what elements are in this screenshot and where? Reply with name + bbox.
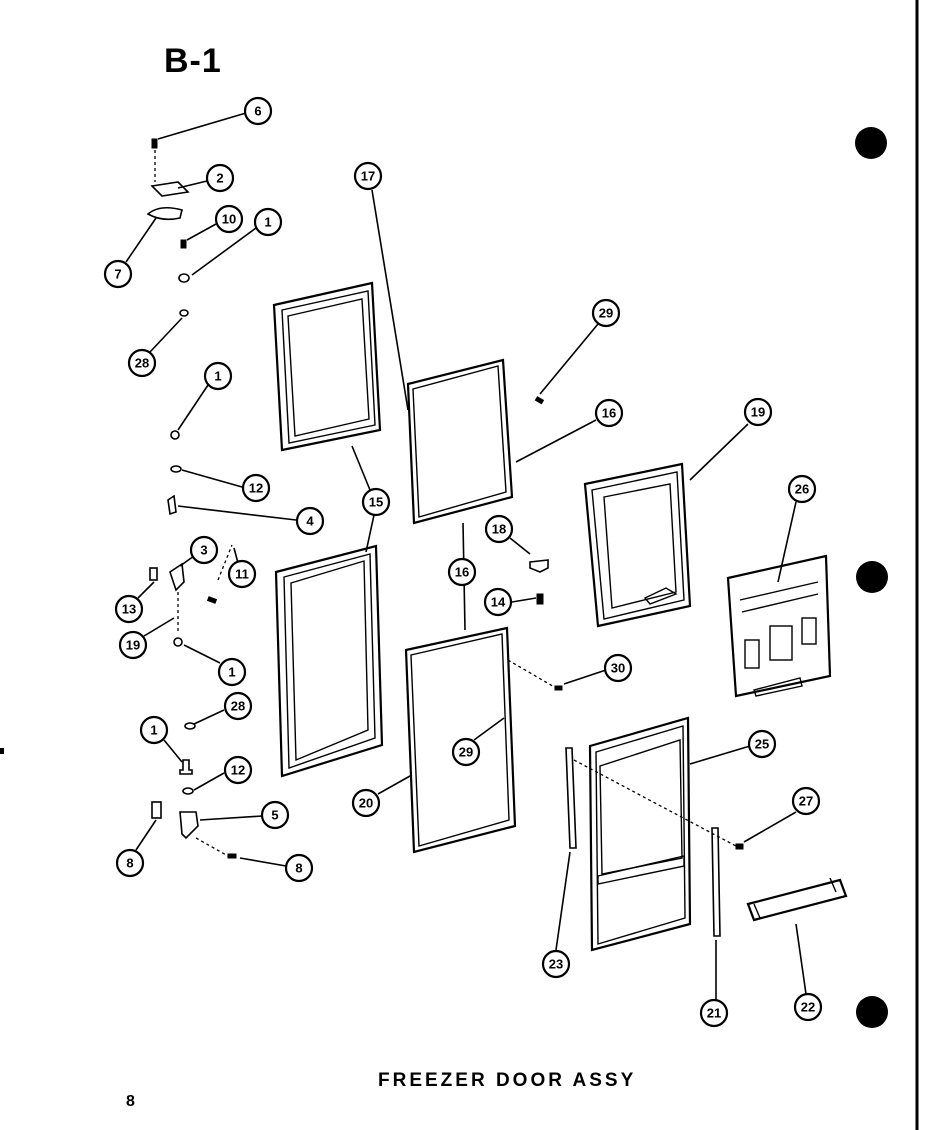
svg-text:1: 1 xyxy=(214,369,221,384)
callout-4: 4 xyxy=(295,506,325,536)
callout-23: 23 xyxy=(541,949,571,979)
callout-28-b: 28 xyxy=(223,691,253,721)
door-liner xyxy=(583,462,692,628)
callout-28-a: 28 xyxy=(127,348,157,378)
svg-text:5: 5 xyxy=(271,808,278,823)
callout-2: 2 xyxy=(205,163,235,193)
gasket-upper xyxy=(272,281,382,452)
control-bracket xyxy=(726,554,832,698)
callout-1-d: 1 xyxy=(139,715,169,745)
svg-text:16: 16 xyxy=(455,565,469,580)
callout-14: 14 xyxy=(483,587,513,617)
callout-19-a: 19 xyxy=(118,630,148,660)
callout-19-b: 19 xyxy=(743,397,773,427)
callout-3: 3 xyxy=(189,535,219,565)
binder-holes xyxy=(855,127,888,1028)
svg-text:4: 4 xyxy=(306,514,314,529)
svg-text:28: 28 xyxy=(231,699,245,714)
callout-16-a: 16 xyxy=(447,557,477,587)
svg-text:28: 28 xyxy=(135,356,149,371)
svg-text:8: 8 xyxy=(126,856,133,871)
svg-text:16: 16 xyxy=(602,406,616,421)
callout-8-b: 8 xyxy=(284,853,314,883)
binder-hole-top xyxy=(855,127,887,159)
svg-text:14: 14 xyxy=(491,595,506,610)
svg-text:20: 20 xyxy=(359,796,373,811)
callout-30: 30 xyxy=(603,653,633,683)
svg-text:12: 12 xyxy=(231,763,245,778)
svg-text:19: 19 xyxy=(751,405,765,420)
hinge-hardware xyxy=(146,138,237,859)
svg-text:10: 10 xyxy=(222,212,236,227)
svg-text:12: 12 xyxy=(249,481,263,496)
callout-29-a: 29 xyxy=(591,298,621,328)
callout-16-b: 16 xyxy=(594,398,624,428)
callout-22: 22 xyxy=(793,992,823,1022)
callout-27: 27 xyxy=(791,786,821,816)
callout-6-top: 6 xyxy=(243,96,273,126)
binder-hole-bottom xyxy=(856,996,888,1028)
callout-1-b: 1 xyxy=(203,361,233,391)
callout-7: 7 xyxy=(103,259,133,289)
svg-text:11: 11 xyxy=(235,567,249,582)
svg-text:23: 23 xyxy=(549,957,563,972)
callout-18: 18 xyxy=(484,514,514,544)
svg-text:7: 7 xyxy=(114,267,121,282)
svg-text:22: 22 xyxy=(801,1000,815,1015)
callout-12-a: 12 xyxy=(241,473,271,503)
svg-text:30: 30 xyxy=(611,661,625,676)
page-number: 8 xyxy=(126,1093,135,1110)
callout-17: 17 xyxy=(353,161,383,191)
callout-13: 13 xyxy=(114,594,144,624)
callout-8-a: 8 xyxy=(115,848,145,878)
gasket-lower xyxy=(274,544,384,778)
svg-text:1: 1 xyxy=(228,665,235,680)
sheet-title: B-1 xyxy=(164,42,222,80)
svg-text:29: 29 xyxy=(599,306,613,321)
svg-text:25: 25 xyxy=(755,737,769,752)
liner-panel-upper xyxy=(406,358,514,525)
door-handle xyxy=(746,877,848,922)
svg-text:3: 3 xyxy=(200,543,207,558)
callout-1-c: 1 xyxy=(217,657,247,687)
svg-text:6: 6 xyxy=(254,104,261,119)
svg-text:29: 29 xyxy=(459,745,473,760)
svg-text:1: 1 xyxy=(264,215,271,230)
svg-text:13: 13 xyxy=(122,602,136,617)
callout-11: 11 xyxy=(227,559,257,589)
svg-text:2: 2 xyxy=(216,171,223,186)
callout-25: 25 xyxy=(747,729,777,759)
svg-text:15: 15 xyxy=(369,495,383,510)
binder-hole-middle xyxy=(856,561,888,593)
svg-text:26: 26 xyxy=(795,482,809,497)
callout-5: 5 xyxy=(260,800,290,830)
callout-15: 15 xyxy=(361,487,391,517)
svg-text:1: 1 xyxy=(150,723,157,738)
svg-text:8: 8 xyxy=(295,861,302,876)
callout-12-b: 12 xyxy=(223,755,253,785)
callout-1-a: 1 xyxy=(253,207,283,237)
leader-lines xyxy=(125,112,807,1000)
callout-20: 20 xyxy=(351,788,381,818)
callout-26: 26 xyxy=(787,474,817,504)
callout-10: 10 xyxy=(214,204,244,234)
svg-text:19: 19 xyxy=(126,638,140,653)
svg-text:17: 17 xyxy=(361,169,375,184)
callout-29-b: 29 xyxy=(451,737,481,767)
callout-21: 21 xyxy=(699,998,729,1028)
diagram-caption: FREEZER DOOR ASSY xyxy=(378,1070,637,1091)
svg-text:27: 27 xyxy=(799,794,813,809)
outer-door xyxy=(588,716,692,952)
svg-text:18: 18 xyxy=(492,522,506,537)
svg-text:21: 21 xyxy=(707,1006,721,1021)
